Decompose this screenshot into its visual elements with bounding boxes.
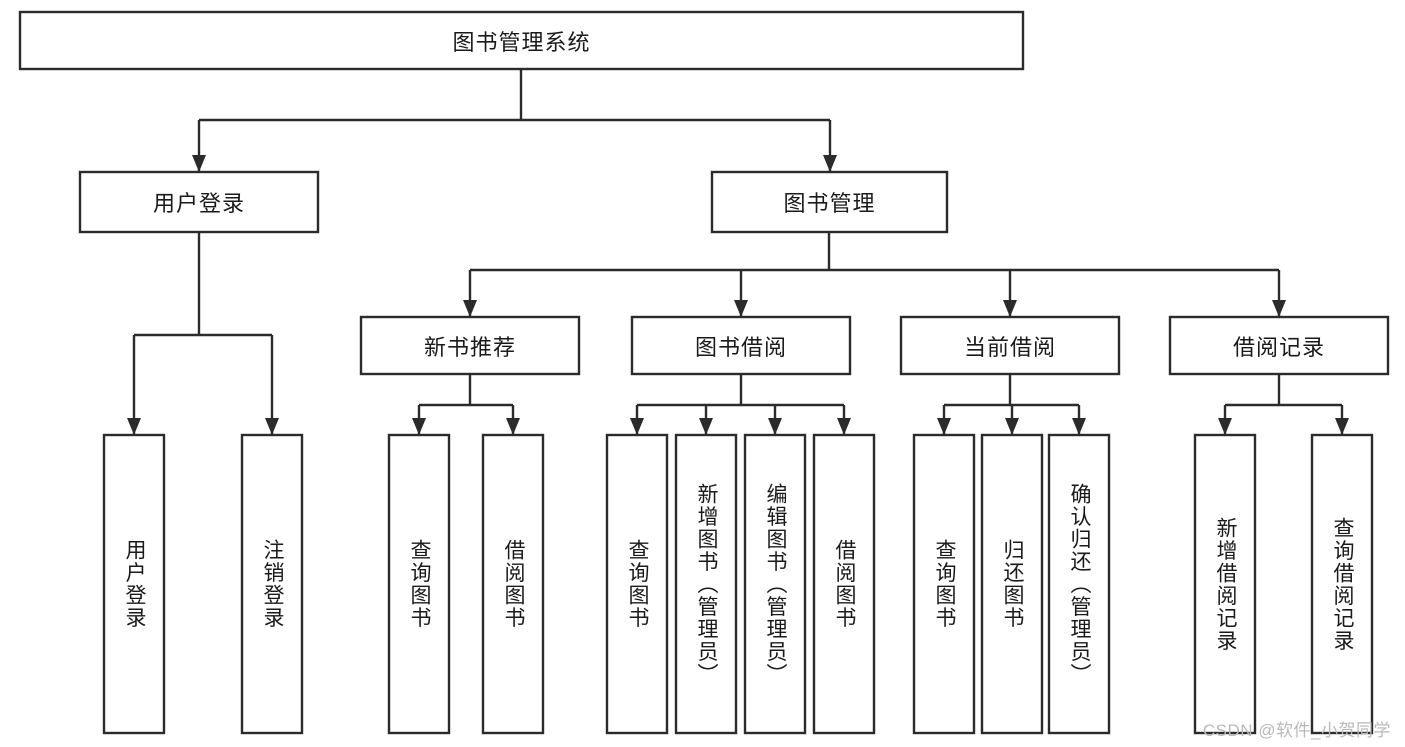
book-manage-bus-arrow-1 [734,300,748,317]
leaf-box-查询图书-4[interactable] [605,433,669,735]
level2-box-当前借阅-2[interactable] [899,315,1121,376]
user-login-bus-arrow-1 [265,418,279,435]
level2-box-图书借阅-1[interactable] [630,315,852,376]
new-book-bus-arrow-0 [412,418,426,435]
leaf-box-编辑图书-管理员-6[interactable] [743,433,807,735]
borrow-bus-arrow-3 [837,418,851,435]
box-layer [18,10,1390,735]
book-manage-bus-arrow-3 [1272,300,1286,317]
level1-box-图书管理-1[interactable] [710,170,949,234]
borrow-bus-arrow-2 [768,418,782,435]
current-borrow-bus-arrow-0 [937,418,951,435]
level2-box-新书推荐-0[interactable] [359,315,581,376]
book-manage-bus-arrow-0 [463,300,477,317]
root-bus-arrow-0 [192,155,206,172]
leaf-box-查询图书-8[interactable] [912,433,976,735]
connector-layer [127,69,1349,435]
current-borrow-bus-arrow-1 [1005,418,1019,435]
leaf-box-借阅图书-7[interactable] [812,433,876,735]
root-bus-arrow-1 [823,155,837,172]
current-borrow-bus-arrow-2 [1072,418,1086,435]
leaf-box-新增图书-管理员-5[interactable] [674,433,738,735]
leaf-box-查询图书-2[interactable] [387,433,451,735]
user-login-bus-arrow-0 [127,418,141,435]
leaf-box-新增借阅记录-11[interactable] [1193,433,1257,735]
leaf-box-归还图书-9[interactable] [980,433,1044,735]
record-bus-arrow-1 [1335,418,1349,435]
leaf-box-查询借阅记录-12[interactable] [1310,433,1374,735]
watermark-text: CSDN @软件_小贺同学 [1202,721,1391,740]
record-bus-arrow-0 [1218,418,1232,435]
level2-box-借阅记录-3[interactable] [1168,315,1390,376]
leaf-box-确认归还-管理员-10[interactable] [1047,433,1111,735]
leaf-box-借阅图书-3[interactable] [481,433,545,735]
leaf-box-注销登录-1[interactable] [240,433,304,735]
leaf-box-用户登录-0[interactable] [102,433,166,735]
root-box-图书管理系统-0[interactable] [18,10,1025,71]
level1-box-用户登录-0[interactable] [78,170,320,234]
new-book-bus-arrow-1 [506,418,520,435]
borrow-bus-arrow-0 [630,418,644,435]
borrow-bus-arrow-1 [699,418,713,435]
book-manage-bus-arrow-2 [1003,300,1017,317]
